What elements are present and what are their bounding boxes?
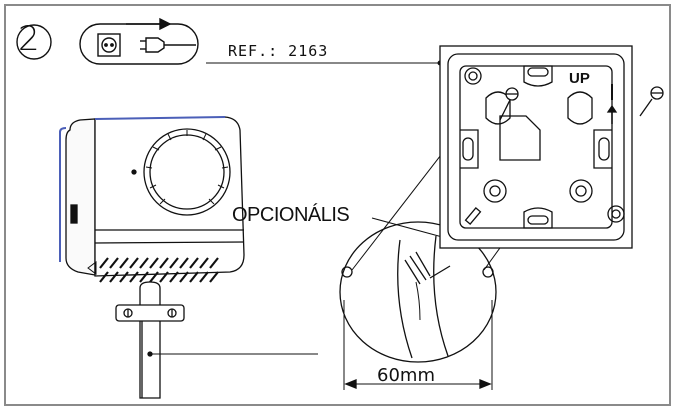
thermostat-dial-icon xyxy=(59,116,245,283)
dimension-label: 60mm xyxy=(377,365,435,386)
reference-number: REF.: 2163 xyxy=(228,42,329,60)
optional-label: OPCIONÁLIS xyxy=(232,204,350,226)
wall-conduit-icon xyxy=(339,221,497,390)
thermostat-vent-grille xyxy=(99,257,219,283)
up-orientation-label: UP xyxy=(569,70,590,87)
step-number-badge xyxy=(16,24,52,60)
step-number: 2 xyxy=(18,19,40,59)
unplug-from-socket-icon xyxy=(79,17,199,65)
screw-icon xyxy=(499,86,664,121)
cable-icon xyxy=(115,281,318,399)
reference-leader-line xyxy=(206,60,443,66)
wall-mounting-box-icon xyxy=(439,45,633,249)
